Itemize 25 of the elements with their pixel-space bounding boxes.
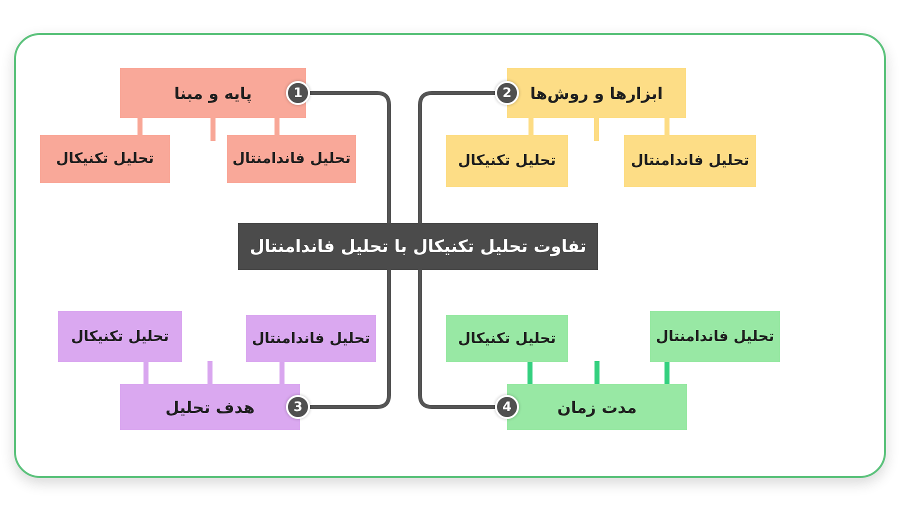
connector-line: [210, 118, 216, 141]
subtopic-box: تحلیل تکنیکال: [446, 315, 568, 362]
connector-line: [310, 270, 391, 409]
connector-line: [528, 118, 534, 135]
connector-line: [138, 118, 142, 135]
connector-line: [144, 362, 148, 384]
subtopic-box: تحلیل تکنیکال: [58, 311, 182, 362]
connector-line: [208, 361, 212, 384]
connector-line: [594, 118, 599, 141]
connector-line: [280, 362, 284, 384]
central-topic-box: تفاوت تحلیل تکنیکال با تحلیل فاندامنتال: [238, 223, 598, 270]
connector-line: [310, 91, 391, 223]
connector-line: [528, 362, 532, 384]
subtopic-box: تحلیل فاندامنتال: [227, 135, 356, 183]
subtopic-box: تحلیل تکنیکال: [446, 135, 568, 187]
connector-line: [274, 118, 280, 135]
connector-line: [418, 91, 495, 223]
subtopic-box: تحلیل فاندامنتال: [624, 135, 756, 187]
subtopic-box: تحلیل تکنیکال: [40, 135, 170, 183]
subtopic-box: تحلیل فاندامنتال: [650, 311, 780, 362]
subtopic-box: تحلیل فاندامنتال: [246, 315, 376, 362]
connector-line: [664, 362, 670, 384]
connector-line: [664, 118, 670, 135]
connector-line: [418, 270, 495, 409]
connector-line: [594, 361, 600, 384]
